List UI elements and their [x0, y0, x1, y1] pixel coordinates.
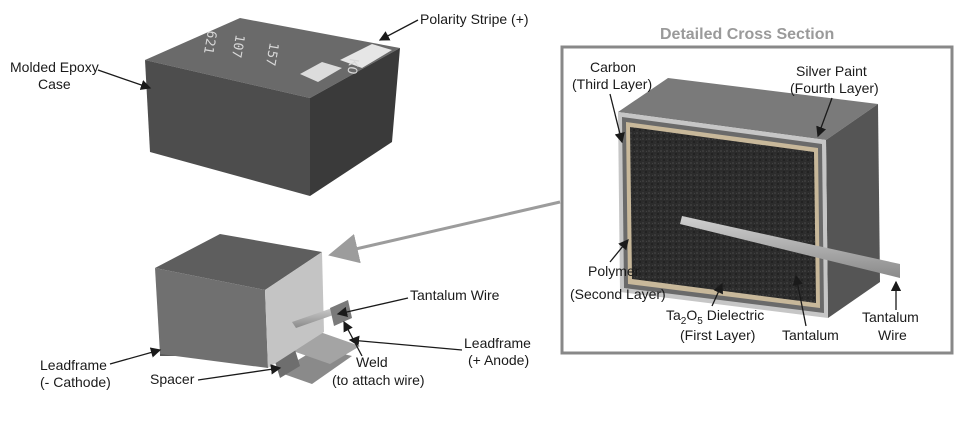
- dielectric-suffix: Dielectric: [703, 307, 764, 323]
- dielectric-sub1: 2: [681, 316, 687, 327]
- label-spacer: Spacer: [150, 371, 195, 387]
- wire-stub: [292, 306, 342, 328]
- dielectric-prefix: Ta: [666, 307, 681, 323]
- label-dielectric-line2: (First Layer): [680, 327, 755, 343]
- leader-tantalum: [792, 274, 807, 327]
- case-front-face: [145, 60, 310, 196]
- label-dielectric-line1: Ta2O5 Dielectric: [666, 307, 764, 327]
- label-silver-line2: (Fourth Layer): [790, 80, 879, 96]
- label-lf-anode-line1: Leadframe: [464, 335, 531, 351]
- leader-weld: [343, 320, 363, 357]
- label-tantalum-wire-line1: Tantalum: [862, 309, 919, 325]
- polarity-stripe: [340, 44, 392, 68]
- label-polymer-line1: Polymer: [588, 263, 640, 279]
- capacitor-assembly: [155, 234, 360, 384]
- polarity-stripe-lower: [300, 62, 342, 82]
- case-marking-3: 157: [262, 41, 281, 67]
- label-tantalum-wire-top: Tantalum Wire: [410, 287, 500, 303]
- leader-lf-anode: [348, 335, 463, 351]
- dielectric-sub2: 5: [697, 316, 703, 327]
- case-side-face: [310, 48, 400, 196]
- label-silver-line1: Silver Paint: [796, 63, 867, 79]
- leader-dielectric: [711, 282, 723, 307]
- molded-epoxy-case: 621 107 157 KO: [145, 18, 400, 196]
- label-carbon-line1: Carbon: [590, 59, 636, 75]
- label-lf-cathode-line2: (- Cathode): [40, 374, 111, 390]
- block-top-face: [618, 78, 878, 140]
- leader-silver: [816, 97, 833, 138]
- case-marking-1: 621: [200, 29, 219, 55]
- leader-spacer: [197, 364, 282, 381]
- cross-section-pointer: [328, 200, 561, 264]
- label-tantalum: Tantalum: [782, 327, 839, 343]
- case-marking-4: KO: [343, 57, 361, 75]
- label-polymer-line2: (Second Layer): [570, 286, 666, 302]
- label-carbon-line2: (Third Layer): [572, 76, 652, 92]
- case-marking-2: 107: [228, 33, 247, 59]
- leader-polarity-stripe: [378, 19, 419, 41]
- label-epoxy-line1: Molded Epoxy: [10, 59, 99, 75]
- anode-body-side: [265, 252, 324, 368]
- label-weld-line2: (to attach wire): [332, 372, 425, 388]
- label-lf-cathode-line1: Leadframe: [40, 357, 107, 373]
- case-top-face: [145, 18, 400, 98]
- tantalum-core: [630, 127, 816, 303]
- label-weld-line1: Weld: [356, 354, 388, 370]
- cross-section-block: [618, 78, 900, 318]
- leader-polymer: [609, 238, 629, 263]
- tantalum-wire-rod: [680, 216, 900, 278]
- dielectric-mid: O: [686, 307, 697, 323]
- label-polarity-stripe: Polarity Stripe (+): [420, 11, 529, 27]
- section-title: Detailed Cross Section: [660, 26, 834, 43]
- label-epoxy-line2: Case: [38, 76, 71, 92]
- leader-carbon: [609, 93, 625, 144]
- anode-body-top: [155, 234, 322, 290]
- anode-body-front: [155, 268, 268, 368]
- leader-epoxy: [97, 69, 152, 90]
- leader-lf-cathode: [109, 347, 162, 365]
- leader-tantalum-wire-top: [336, 297, 409, 318]
- block-side-face: [826, 104, 880, 318]
- label-tantalum-wire-line2: Wire: [878, 327, 907, 343]
- label-lf-anode-line2: (+ Anode): [468, 352, 529, 368]
